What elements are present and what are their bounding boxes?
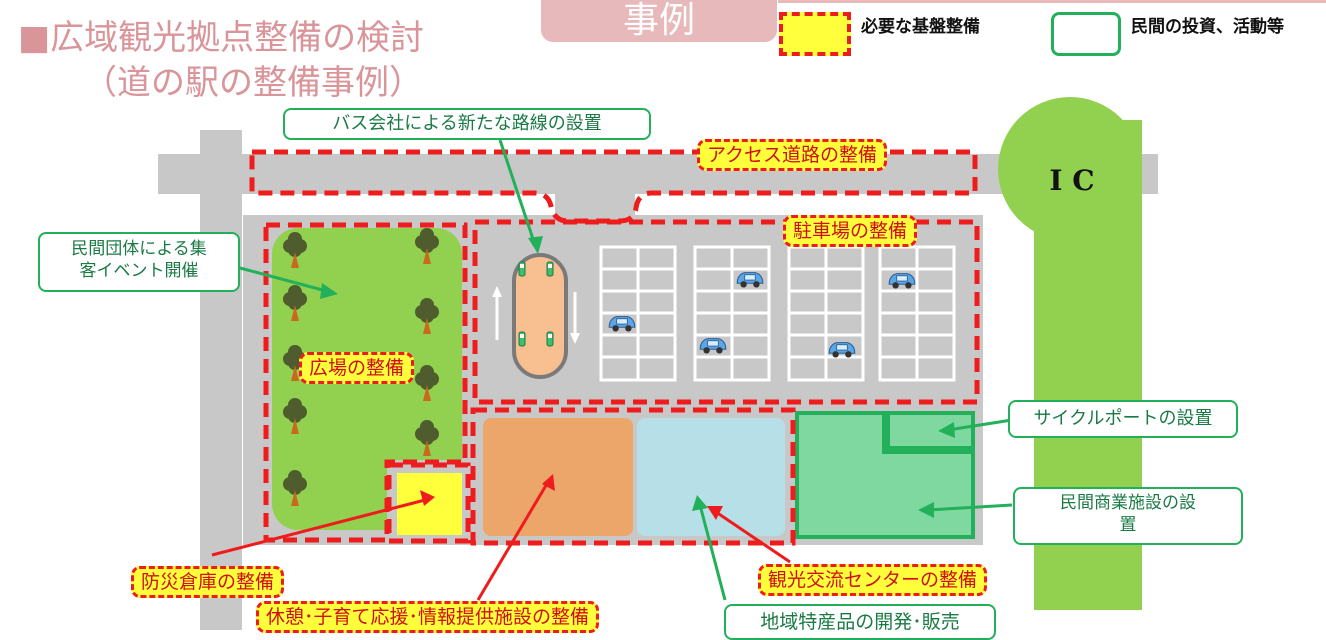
left-road — [200, 130, 242, 630]
tourism-center-block — [637, 418, 785, 536]
cycle-port-label: サイクルポートの設置 — [1008, 400, 1238, 438]
parking-stalls — [599, 245, 956, 382]
header-rule — [778, 0, 1326, 3]
plaza-label: 広場の整備 — [299, 352, 415, 384]
commercial-label: 民間商業施設の設置 — [1013, 487, 1243, 545]
page-subtitle: （道の駅の整備事例） — [83, 63, 423, 103]
arrow-heads — [320, 236, 955, 520]
rest-facility-label: 休憩･子育て応援･情報提供施設の整備 — [256, 601, 600, 633]
bus-loop — [512, 253, 568, 379]
callout-arrows — [211, 139, 1013, 601]
ic-circle — [998, 97, 1142, 241]
ic-label: I C — [1049, 164, 1095, 197]
page-title: ■広域観光拠点整備の検討 — [18, 18, 425, 58]
legend-private-swatch — [1051, 12, 1121, 56]
legend-private-label: 民間の投資、活動等 — [1131, 17, 1284, 37]
disaster-storage-label: 防災倉庫の整備 — [131, 566, 285, 598]
rest-facility-block — [483, 418, 633, 536]
main-road — [158, 154, 1158, 194]
legend-required-swatch — [779, 12, 851, 56]
bus-route-label: バス会社による新たな路線の設置 — [283, 108, 651, 140]
cycle-port-block — [886, 411, 975, 450]
legend-required-label: 必要な基盤整備 — [861, 17, 980, 37]
parking-label: 駐車場の整備 — [783, 215, 918, 247]
case-tab: 事例 — [541, 0, 777, 42]
local-products-label: 地域特産品の開発･販売 — [724, 604, 996, 640]
tourism-center-label: 観光交流センターの整備 — [758, 564, 988, 596]
access-road-label: アクセス道路の整備 — [697, 139, 888, 171]
event-label: 民間団体による集客イベント開催 — [38, 232, 240, 292]
